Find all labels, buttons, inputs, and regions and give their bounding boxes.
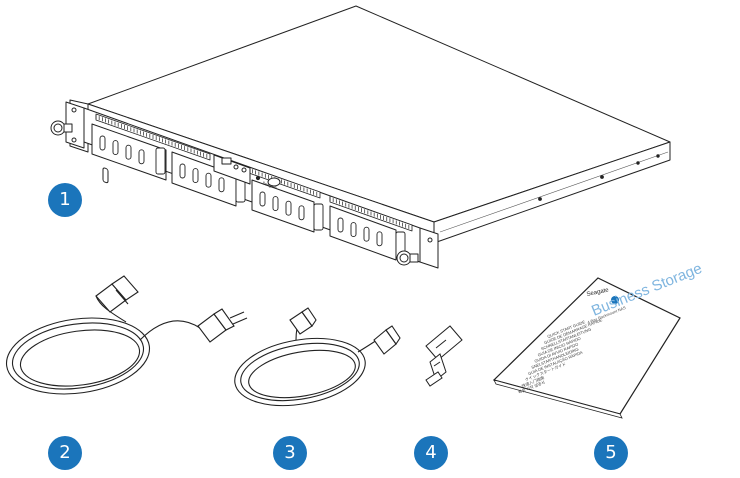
callout-3: 3 — [273, 436, 307, 470]
thumbscrew-right — [396, 250, 419, 266]
callout-5: 5 — [594, 436, 628, 470]
iec-connector — [95, 275, 139, 313]
drive-bay-1 — [91, 123, 167, 184]
device-brand-label: Seagate — [262, 180, 278, 190]
ethernet-cable — [234, 307, 401, 407]
rj45-connector-1 — [289, 307, 317, 335]
callout-2: 2 — [48, 436, 82, 470]
quick-start-guide — [492, 277, 681, 419]
callout-4: 4 — [414, 436, 448, 470]
drive-bay-4 — [329, 205, 397, 261]
power-cable — [5, 275, 248, 395]
rackmount-nas — [50, 5, 671, 269]
guide-brand: Seagate — [586, 287, 610, 298]
wall-plug — [197, 308, 248, 343]
drive-bay-3 — [251, 179, 315, 233]
thumbscrew-left — [50, 120, 73, 136]
usb-key — [425, 325, 463, 387]
callout-1: 1 — [48, 183, 82, 217]
rj45-connector-2 — [373, 325, 401, 355]
